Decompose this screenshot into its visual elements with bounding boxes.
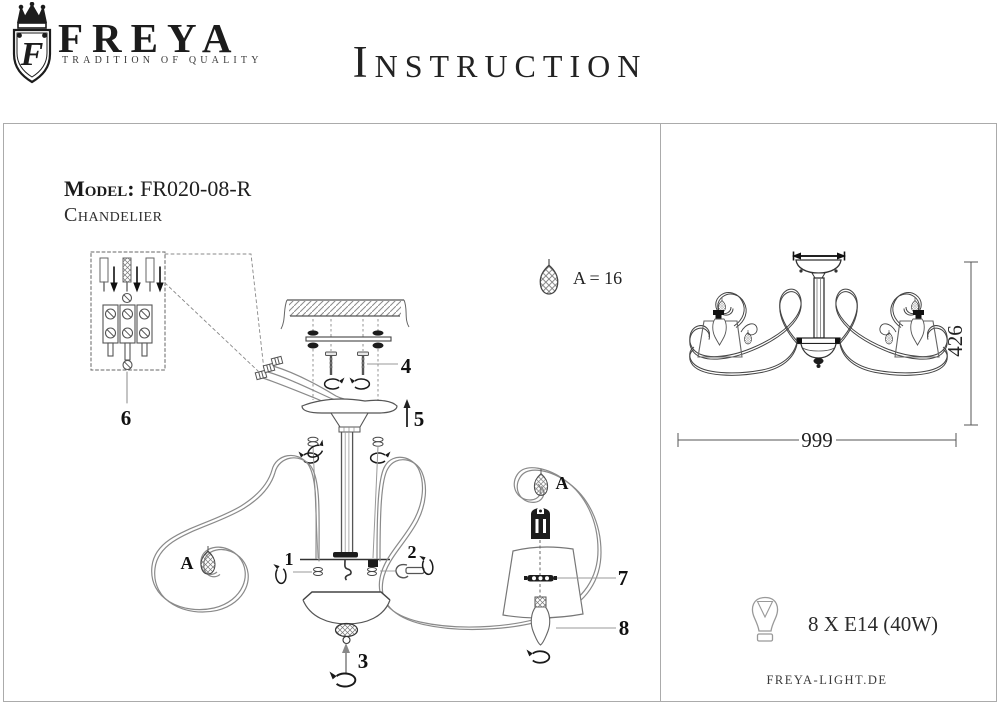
central-rod — [300, 432, 390, 581]
lift-arrow: 5 — [403, 399, 425, 431]
shade-ring — [524, 575, 557, 582]
left-arm-scroll — [151, 454, 320, 613]
callout-2-label: 2 — [408, 542, 417, 562]
mounting-bracket — [305, 319, 392, 400]
wires — [99, 257, 155, 292]
detail-pointer-line — [164, 253, 265, 371]
product-type: Chandelier — [64, 204, 163, 226]
crystal-drop-icon — [200, 545, 216, 575]
width-dimension: 999 — [677, 428, 957, 452]
hub-plate — [796, 337, 841, 345]
left-arm — [690, 289, 801, 375]
alignment-guides — [312, 319, 379, 400]
callout-4-label: 4 — [401, 354, 412, 378]
bulb-spec: 8 X E14 (40W) — [751, 596, 938, 642]
instruction-panel: Model: FR020-08-R Chandelier A = 1 — [3, 123, 997, 702]
shield-icon — [12, 28, 52, 84]
crystal-drop-icon — [533, 468, 549, 496]
assembly-diagram: A = 16 — [90, 251, 630, 688]
crystal-legend: A = 16 — [539, 258, 622, 295]
terminal-blocks — [102, 304, 153, 361]
candle-bulb — [530, 606, 551, 646]
nut-1-callout: 1 — [272, 549, 323, 585]
rotate-arrow-icon — [328, 670, 357, 688]
chandelier-front-view — [690, 251, 948, 376]
logo-letter: F — [20, 36, 44, 73]
right-arm-scroll — [376, 456, 602, 630]
hook — [344, 559, 352, 581]
callout-1-label: 1 — [285, 549, 294, 569]
crystal-a-label: A — [181, 553, 194, 573]
page-title: Instruction — [352, 37, 648, 87]
finial-knob — [334, 622, 359, 638]
rotate-arrow-icon — [525, 648, 551, 664]
callout-7-label: 7 — [618, 566, 629, 590]
rotate-arrow-icon — [323, 376, 346, 390]
mounting-screws: 4 — [323, 351, 412, 390]
website: FREYA-LIGHT.DE — [766, 673, 887, 687]
wire-connectors — [254, 355, 284, 381]
height-value: 426 — [943, 325, 967, 357]
canopy — [301, 398, 398, 433]
brand-name: FREYA — [58, 15, 241, 61]
model-label: Model: — [64, 176, 135, 201]
canopy-nuts — [307, 436, 384, 447]
ceiling-bracket — [792, 251, 846, 261]
glass-bowl: 3 — [302, 591, 391, 688]
crystal-a-label: A — [556, 473, 569, 493]
crystal-count-label: A = 16 — [573, 268, 622, 288]
height-dimension: 426 — [943, 261, 978, 426]
model-line: Model: FR020-08-R — [64, 176, 251, 202]
detail-pointer-line — [164, 282, 259, 372]
ceiling — [280, 299, 410, 330]
callout-8-label: 8 — [619, 616, 630, 640]
right-arm — [836, 289, 947, 375]
wrench-icon — [395, 563, 425, 579]
bulb-icon — [751, 596, 779, 642]
bulb-spec-text: 8 X E14 (40W) — [808, 612, 938, 636]
width-value: 999 — [801, 428, 833, 452]
brand-tagline: TRADITION OF QUALITY — [62, 55, 263, 66]
crystal-drop-icon — [539, 258, 559, 295]
shade-detail: A 7 8 — [502, 468, 630, 664]
dimension-drawing: 999 426 8 X E14 (40W) FREYA-LIGHT.DE — [677, 251, 978, 687]
nut-2-callout: 2 — [367, 542, 435, 579]
crown-icon — [17, 3, 47, 23]
lamp-socket — [531, 507, 550, 539]
lampshade — [502, 546, 584, 619]
column — [813, 277, 825, 339]
model-value: FR020-08-R — [140, 176, 252, 201]
callout-3-label: 3 — [358, 649, 369, 673]
terminal-block-detail: 6 — [90, 251, 265, 430]
bulb-thread — [534, 596, 547, 608]
bracket-bolts — [307, 330, 384, 349]
insert-arrows — [110, 266, 164, 293]
callout-6-label: 6 — [121, 406, 132, 430]
freya-logo-icon: F — [12, 2, 52, 84]
rotate-arrow-icon — [348, 376, 371, 390]
rotate-arrow-icon — [369, 450, 392, 464]
callout-5-label: 5 — [414, 407, 425, 431]
canopy — [795, 259, 842, 274]
panel-divider — [660, 124, 661, 701]
